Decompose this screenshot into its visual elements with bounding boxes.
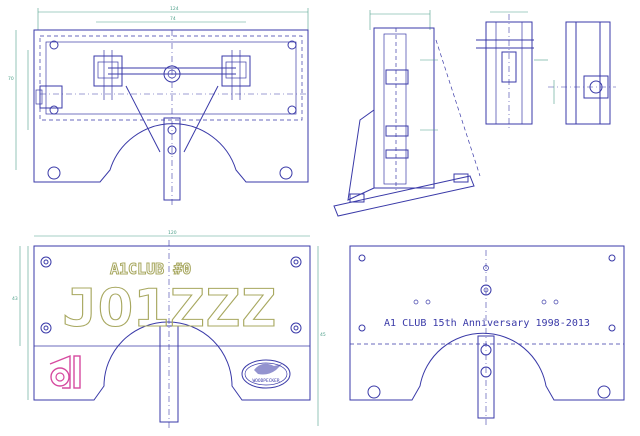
- top-height-dim: 70: [8, 76, 14, 82]
- front-h3-dim: 45: [320, 332, 326, 338]
- end-elevation: [548, 21, 616, 125]
- front-h1-dim: 43: [12, 296, 18, 302]
- a1-logo: [49, 354, 81, 389]
- front-elevation: [476, 11, 548, 130]
- side-view: [333, 10, 481, 217]
- top-width-dim: 124: [170, 6, 179, 12]
- right-bearing: [221, 50, 251, 100]
- front-width-dim: 120: [168, 230, 177, 236]
- top-inner-dim: 74: [170, 16, 176, 22]
- left-bearing: [93, 50, 123, 100]
- anniversary-engraving: A1 CLUB 15th Anniversary 1998-2013: [384, 318, 590, 329]
- rear-face: A1 CLUB 15th Anniversary 1998-2013: [349, 245, 625, 428]
- woodpecker-badge: WOODPECKER: [241, 359, 291, 389]
- top-view: 124 74 70: [8, 6, 309, 206]
- engraved-face: 120 43 45 A1CLUB #0 JO1ZZZ WOODPECKER: [12, 230, 326, 430]
- callsign-engraving: JO1ZZZ: [62, 279, 276, 339]
- badge-text: WOODPECKER: [252, 378, 279, 384]
- club-engraving: A1CLUB #0: [110, 260, 191, 278]
